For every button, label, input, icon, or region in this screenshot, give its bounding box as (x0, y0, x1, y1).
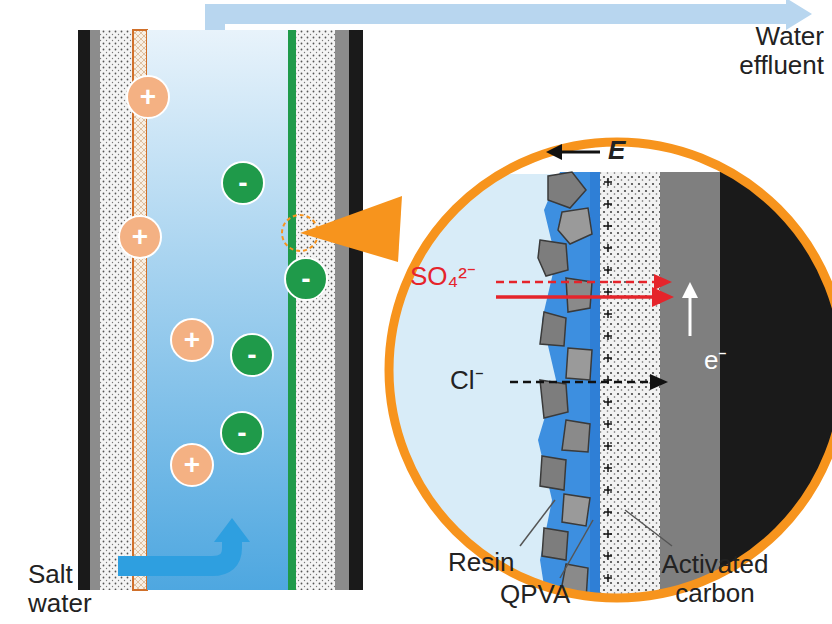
ion-circle: - (221, 161, 265, 205)
part-label: Resin (448, 548, 514, 577)
ion-label: Cl⁻ (450, 366, 484, 395)
ion-label: SO₄²⁻ (410, 262, 476, 291)
ion-sign: - (301, 265, 310, 293)
ion-sign: - (238, 169, 247, 197)
ion-sign: + (184, 451, 200, 479)
ion-circle: - (220, 411, 264, 455)
flow-label: Water effluent (700, 22, 824, 79)
part-label: QPVA (500, 580, 570, 609)
flow-label: Salt water (28, 560, 118, 617)
ion-circle: + (118, 215, 162, 259)
electron-label: e⁻ (704, 346, 727, 375)
ion-circle: + (126, 75, 170, 119)
ion-circle: - (230, 333, 274, 377)
ion-sign: + (132, 223, 148, 251)
ion-sign: - (237, 419, 246, 447)
ion-sign: - (247, 341, 256, 369)
field-label: E (608, 136, 625, 165)
ion-sign: + (184, 326, 200, 354)
ion-sign: + (140, 83, 156, 111)
ion-circle: - (284, 257, 328, 301)
ion-circle: + (170, 318, 214, 362)
ion-circle: + (170, 443, 214, 487)
part-label: Activated carbon (640, 550, 790, 607)
